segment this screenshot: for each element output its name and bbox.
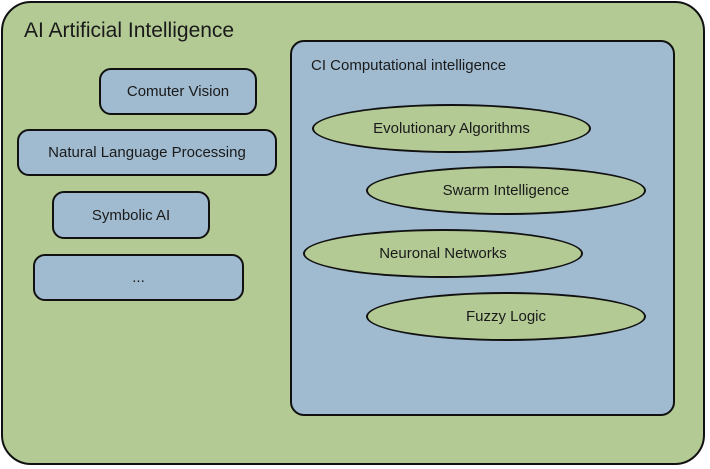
ci-title: CI Computational intelligence [311,57,507,74]
pill-neuronal-networks: Neuronal Networks [303,229,583,278]
ci-container [290,40,675,416]
box-symbolic-ai: Symbolic AI [52,191,210,239]
box-computer-vision: Comuter Vision [99,68,257,115]
box-ellipsis: ... [33,254,244,301]
pill-evolutionary-algorithms: Evolutionary Algorithms [312,104,591,153]
box-natural-language-processing: Natural Language Processing [17,129,277,176]
pill-fuzzy-logic: Fuzzy Logic [366,292,646,341]
pill-swarm-intelligence: Swarm Intelligence [366,166,646,215]
ai-title: AI Artificial Intelligence [24,19,235,42]
